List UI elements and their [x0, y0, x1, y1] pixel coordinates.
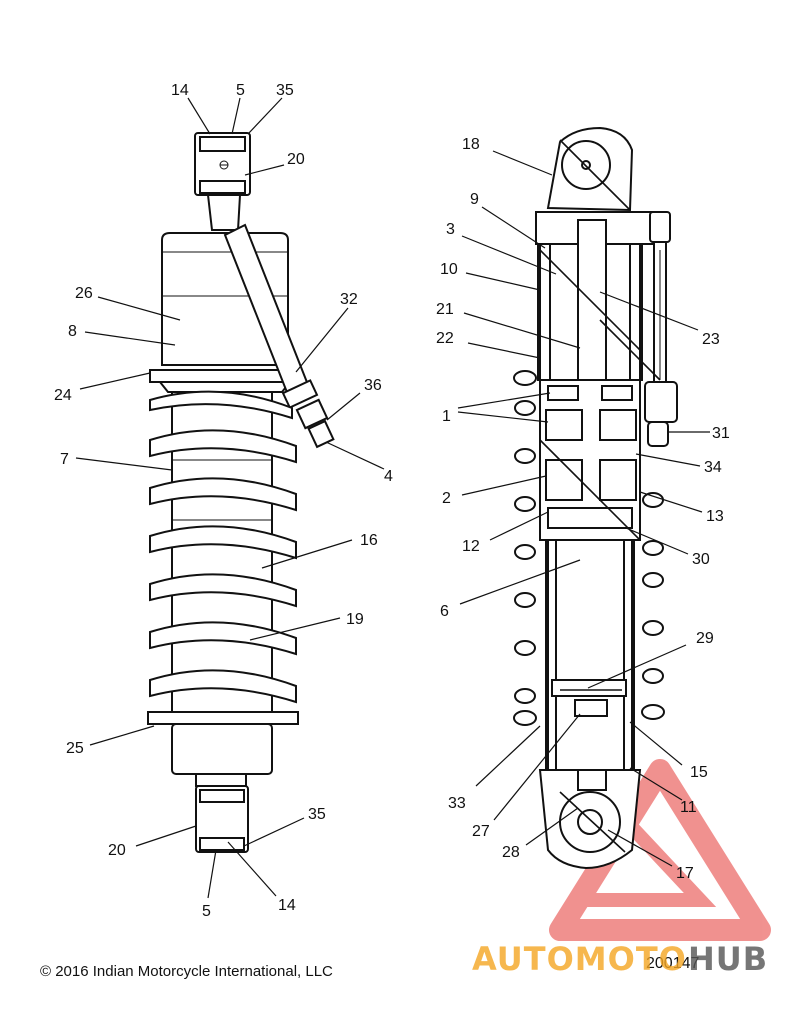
callout-19: 19 — [346, 611, 364, 628]
callout-27: 27 — [472, 823, 490, 840]
callouts-right: 18 9 3 10 23 21 22 1 31 34 2 13 12 30 6 … — [436, 136, 730, 882]
callout-3: 3 — [446, 221, 455, 238]
callout-9: 9 — [470, 191, 479, 208]
callout-4: 4 — [384, 468, 393, 485]
callout-15: 15 — [690, 764, 708, 781]
shock-left-exterior — [147, 132, 335, 853]
callout-31: 31 — [712, 425, 730, 442]
callout-1: 1 — [442, 408, 451, 425]
callout-10: 10 — [440, 261, 458, 278]
callout-20-bottom: 20 — [108, 842, 126, 859]
callout-18: 18 — [462, 136, 480, 153]
callout-14-top: 14 — [171, 82, 189, 99]
callout-17: 17 — [676, 865, 694, 882]
leader-lines — [75, 97, 710, 899]
callout-35-top: 35 — [276, 82, 294, 99]
callout-35-bottom: 35 — [308, 806, 326, 823]
watermark-text: AUTOMOTO HUB — [472, 940, 768, 978]
spring-coils — [149, 390, 297, 704]
watermark-word-2: HUB — [688, 940, 768, 978]
figure-number: 200147 — [646, 955, 699, 972]
callout-13: 13 — [706, 508, 724, 525]
callout-36: 36 — [364, 377, 382, 394]
callout-24: 24 — [54, 387, 72, 404]
callout-11: 11 — [680, 799, 697, 816]
callout-14-bottom: 14 — [278, 897, 296, 914]
callout-34: 34 — [704, 459, 722, 476]
callout-22: 22 — [436, 330, 454, 347]
spring-coils-right — [513, 370, 665, 726]
callout-7: 7 — [60, 451, 69, 468]
callout-30: 30 — [692, 551, 710, 568]
callout-12: 12 — [462, 538, 480, 555]
watermark-word-1: AUTOMOTO — [472, 940, 687, 978]
callout-28: 28 — [502, 844, 520, 861]
callout-21: 21 — [436, 301, 454, 318]
callout-5-bottom: 5 — [202, 903, 211, 920]
callout-6: 6 — [440, 603, 449, 620]
shock-right-section — [513, 126, 678, 870]
callout-23: 23 — [702, 331, 720, 348]
callout-33: 33 — [448, 795, 466, 812]
callout-16: 16 — [360, 532, 378, 549]
callout-29: 29 — [696, 630, 714, 647]
callout-20-top: 20 — [287, 151, 305, 168]
callout-2: 2 — [442, 490, 451, 507]
callout-26: 26 — [75, 285, 93, 302]
callout-5-top: 5 — [236, 82, 245, 99]
callout-8: 8 — [68, 323, 77, 340]
copyright-text: © 2016 Indian Motorcycle International, … — [40, 963, 333, 980]
callout-32: 32 — [340, 291, 358, 308]
callouts-left: 14 5 35 20 26 32 8 36 24 4 7 16 19 25 35… — [54, 82, 393, 920]
callout-25: 25 — [66, 740, 84, 757]
